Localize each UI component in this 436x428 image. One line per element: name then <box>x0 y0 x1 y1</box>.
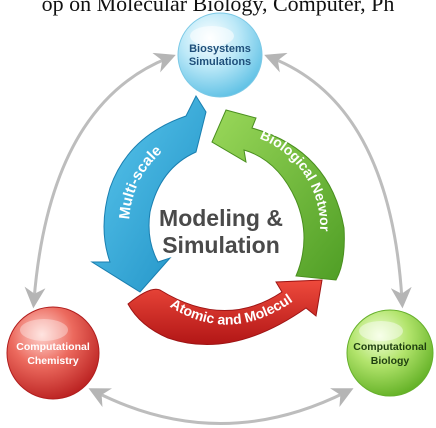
arrow-atomic-molecular-body <box>127 279 323 346</box>
node-biosystems-sphere <box>177 12 263 98</box>
svg-text:Biological Networks: Biological Networks <box>0 0 333 232</box>
center-title-line1: Modeling & <box>159 205 283 231</box>
connector-chemistry-to-biology <box>88 388 354 425</box>
node-biology-sphere <box>346 309 434 397</box>
node-biosystems-line1: Biosystems <box>189 43 251 55</box>
connector-biosystems-to-biology <box>264 52 412 309</box>
node-biology-line1: Computational <box>353 341 427 353</box>
node-chemistry-line1: Computational <box>16 341 90 353</box>
node-computational-biology: Computational Biology <box>346 309 434 397</box>
arrow-multi-scale: Multi-scale <box>90 94 207 293</box>
outer-connectors <box>24 52 412 425</box>
node-chemistry-line2: Chemistry <box>27 355 79 367</box>
arrow-biological-networks-label: Biological Networks <box>0 0 333 232</box>
page-caption: op on Molecular Biology, Computer, Ph <box>41 0 395 16</box>
node-biology-line2: Biology <box>371 355 410 367</box>
center-title: Modeling & Simulation <box>146 205 296 259</box>
arrow-multi-scale-body <box>90 94 207 293</box>
node-biosystems-simulations: Biosystems Simulations <box>177 12 263 98</box>
center-title-line2: Simulation <box>162 232 280 258</box>
node-biosystems-line2: Simulations <box>189 56 251 68</box>
arrow-biological-networks-body <box>211 109 345 281</box>
node-chemistry-sphere <box>6 306 100 400</box>
connector-chemistry-to-biosystems <box>24 52 176 309</box>
node-computational-chemistry: Computational Chemistry <box>6 306 100 400</box>
